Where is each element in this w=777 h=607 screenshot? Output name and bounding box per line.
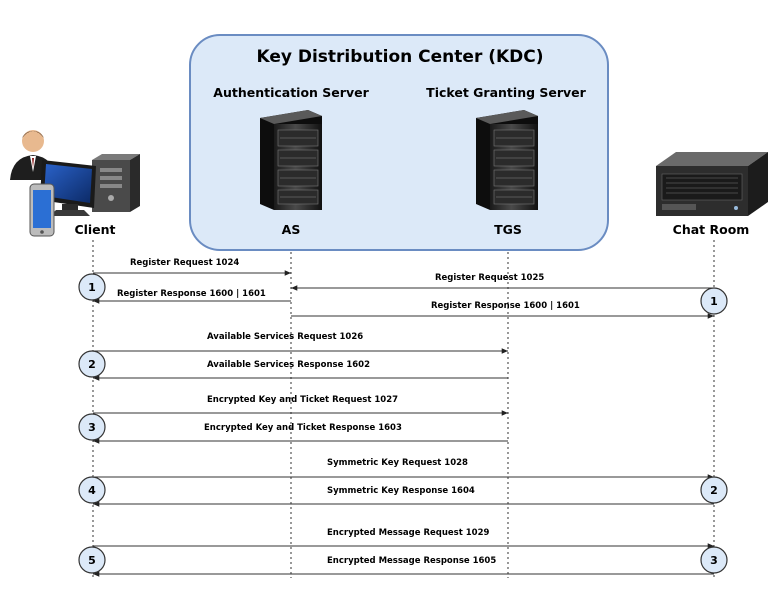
svg-text:Encrypted Message Request 1029: Encrypted Message Request 1029	[327, 528, 490, 538]
tgs-server-label: Ticket Granting Server	[426, 85, 586, 100]
step-marker: 3	[78, 413, 106, 441]
svg-text:Register Request 1024: Register Request 1024	[130, 258, 239, 268]
rack-server-icon	[656, 152, 768, 216]
svg-text:Encrypted Message Response 160: Encrypted Message Response 1605	[327, 556, 496, 566]
client-computer-icon	[10, 130, 140, 237]
message-encrypted-key-ticket-request: Encrypted Key and Ticket Request 1027	[93, 395, 508, 416]
svg-text:Register Response 1600 | 1601: Register Response 1600 | 1601	[117, 289, 266, 299]
server-rack-icon	[260, 110, 322, 210]
svg-text:Available Services Request 102: Available Services Request 1026	[207, 332, 363, 342]
participant-label-chat-room: Chat Room	[673, 222, 750, 237]
message-register-response-client: Register Response 1600 | 1601	[93, 289, 291, 304]
svg-text:Encrypted Key and Ticket Respo: Encrypted Key and Ticket Response 1603	[204, 423, 402, 433]
step-marker: 2	[78, 350, 106, 378]
message-register-request-client: Register Request 1024	[93, 258, 291, 276]
svg-text:5: 5	[88, 554, 96, 567]
svg-text:Symmetric Key Response 1604: Symmetric Key Response 1604	[327, 486, 475, 496]
message-symmetric-key-request: Symmetric Key Request 1028	[93, 458, 714, 480]
svg-text:2: 2	[710, 484, 718, 497]
message-available-services-response: Available Services Response 1602	[93, 360, 508, 381]
step-marker: 2	[700, 476, 728, 504]
svg-text:Symmetric Key Request 1028: Symmetric Key Request 1028	[327, 458, 468, 468]
svg-text:Encrypted Key and Ticket Reque: Encrypted Key and Ticket Request 1027	[207, 395, 398, 405]
participant-label-client: Client	[74, 222, 115, 237]
message-encrypted-message-request: Encrypted Message Request 1029	[93, 528, 714, 549]
svg-text:Available Services Response 16: Available Services Response 1602	[207, 360, 370, 370]
svg-text:1: 1	[88, 281, 96, 294]
message-available-services-request: Available Services Request 1026	[93, 332, 508, 354]
message-encrypted-message-response: Encrypted Message Response 1605	[93, 556, 714, 577]
auth-server-label: Authentication Server	[213, 85, 369, 100]
step-marker: 5	[78, 546, 106, 574]
participant-label-tgs: TGS	[494, 222, 522, 237]
kdc-box	[189, 34, 609, 251]
kdc-title: Key Distribution Center (KDC)	[256, 47, 543, 67]
message-register-request-chat: Register Request 1025	[291, 273, 714, 291]
svg-text:4: 4	[88, 484, 96, 497]
svg-text:1: 1	[710, 295, 718, 308]
message-encrypted-key-ticket-response: Encrypted Key and Ticket Response 1603	[93, 423, 508, 444]
step-marker: 1	[700, 287, 728, 315]
svg-text:2: 2	[88, 358, 96, 371]
step-marker: 1	[78, 273, 106, 301]
server-rack-icon	[476, 110, 538, 210]
svg-text:Register Request 1025: Register Request 1025	[435, 273, 544, 283]
step-marker: 3	[700, 546, 728, 574]
svg-text:3: 3	[88, 421, 96, 434]
step-marker: 4	[78, 476, 106, 504]
svg-text:Register Response 1600 | 1601: Register Response 1600 | 1601	[431, 301, 580, 311]
participant-label-as: AS	[282, 222, 301, 237]
message-symmetric-key-response: Symmetric Key Response 1604	[93, 486, 714, 507]
message-register-response-chat: Register Response 1600 | 1601	[291, 301, 714, 319]
svg-text:3: 3	[710, 554, 718, 567]
